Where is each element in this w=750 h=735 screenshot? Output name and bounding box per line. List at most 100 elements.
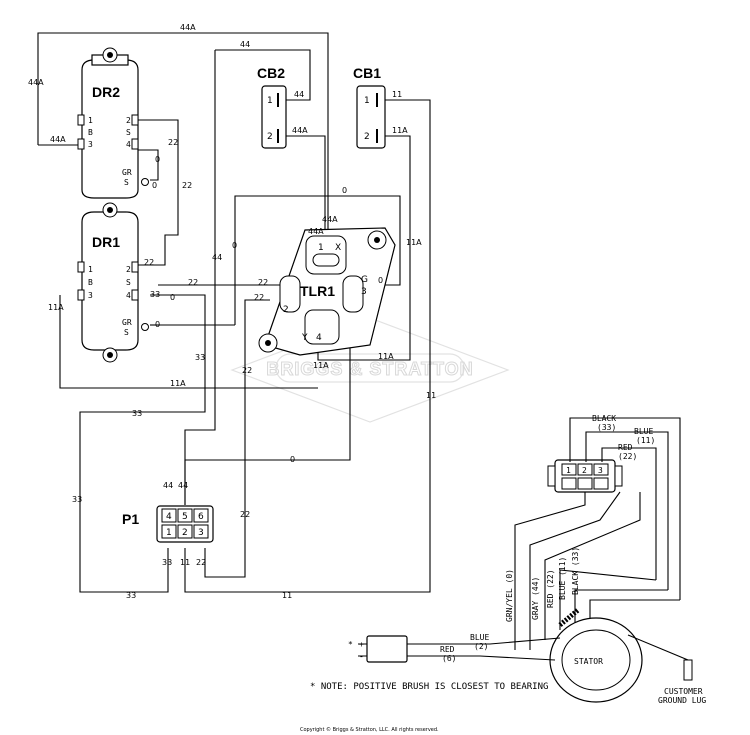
svg-text:2: 2 bbox=[267, 132, 273, 142]
svg-text:4: 4 bbox=[126, 291, 131, 300]
svg-text:(33): (33) bbox=[597, 423, 616, 432]
watermark-text: BRIGGS & STRATTON bbox=[266, 359, 473, 379]
svg-text:RED: RED bbox=[440, 645, 455, 654]
svg-text:22: 22 bbox=[182, 181, 192, 190]
svg-text:22: 22 bbox=[188, 278, 198, 287]
svg-text:44: 44 bbox=[240, 40, 250, 49]
svg-text:2: 2 bbox=[283, 305, 289, 315]
svg-text:2: 2 bbox=[126, 265, 131, 274]
svg-text:22: 22 bbox=[240, 510, 250, 519]
svg-text:1: 1 bbox=[566, 466, 571, 475]
svg-text:11A: 11A bbox=[170, 379, 186, 388]
svg-text:GRAY (44): GRAY (44) bbox=[531, 577, 540, 620]
connector-p1: P1 4 5 6 1 2 3 bbox=[122, 505, 214, 543]
svg-text:-: - bbox=[359, 652, 364, 661]
svg-text:BLUE: BLUE bbox=[470, 633, 489, 642]
svg-text:Y: Y bbox=[301, 333, 308, 343]
svg-text:44A: 44A bbox=[180, 23, 196, 32]
svg-text:1: 1 bbox=[88, 116, 93, 125]
svg-text:11A: 11A bbox=[313, 361, 329, 370]
svg-text:GRN/YEL (0): GRN/YEL (0) bbox=[505, 569, 514, 622]
svg-text:RED: RED bbox=[618, 443, 633, 452]
svg-text:11A: 11A bbox=[392, 126, 408, 135]
svg-text:RED (22): RED (22) bbox=[546, 569, 555, 608]
svg-text:0: 0 bbox=[152, 181, 157, 190]
svg-text:1: 1 bbox=[364, 96, 370, 106]
svg-text:(22): (22) bbox=[618, 452, 637, 461]
svg-text:33: 33 bbox=[195, 353, 205, 362]
svg-text:11: 11 bbox=[180, 558, 190, 567]
svg-text:*: * bbox=[348, 640, 353, 649]
svg-text:33: 33 bbox=[162, 558, 172, 567]
svg-text:44A: 44A bbox=[308, 227, 324, 236]
svg-text:2: 2 bbox=[182, 528, 188, 538]
svg-text:11A: 11A bbox=[48, 303, 64, 312]
svg-text:P1: P1 bbox=[122, 511, 139, 527]
svg-text:GR: GR bbox=[122, 168, 132, 177]
dr1-label: DR1 bbox=[92, 234, 120, 250]
diode-rectifier-dr1: DR1 1 B 3 2 S 4 GR S bbox=[77, 202, 149, 363]
wires bbox=[37, 32, 431, 593]
svg-text:0: 0 bbox=[155, 320, 160, 329]
svg-text:0: 0 bbox=[170, 293, 175, 302]
svg-text:2: 2 bbox=[582, 466, 587, 475]
svg-text:BLACK: BLACK bbox=[592, 414, 616, 423]
svg-text:11A: 11A bbox=[406, 238, 422, 247]
svg-text:5: 5 bbox=[182, 512, 188, 522]
time-limit-relay-tlr1: TLR1 1 X G 3 2 Y 4 bbox=[258, 227, 396, 356]
svg-text:6: 6 bbox=[198, 512, 204, 522]
svg-text:22: 22 bbox=[242, 366, 252, 375]
svg-text:11: 11 bbox=[282, 591, 292, 600]
svg-text:B: B bbox=[88, 128, 93, 137]
svg-text:22: 22 bbox=[258, 278, 268, 287]
svg-text:CB2: CB2 bbox=[257, 65, 285, 81]
dr2-label: DR2 bbox=[92, 84, 120, 100]
svg-text:BLUE (11): BLUE (11) bbox=[558, 557, 567, 600]
svg-text:44A: 44A bbox=[50, 135, 66, 144]
watermark: BRIGGS & STRATTON bbox=[230, 317, 510, 423]
svg-text:44: 44 bbox=[178, 481, 188, 490]
svg-text:11A: 11A bbox=[378, 352, 394, 361]
svg-text:S: S bbox=[124, 328, 129, 337]
diode-rectifier-dr2: DR2 1 B 3 2 S 4 GR S bbox=[77, 47, 149, 199]
circuit-breaker-cb1: CB1 1 2 bbox=[353, 65, 386, 149]
svg-text:1: 1 bbox=[318, 243, 324, 253]
svg-text:22: 22 bbox=[254, 293, 264, 302]
svg-text:4: 4 bbox=[166, 512, 172, 522]
svg-text:3: 3 bbox=[598, 466, 603, 475]
svg-text:3: 3 bbox=[361, 287, 367, 297]
svg-text:22: 22 bbox=[168, 138, 178, 147]
svg-text:33: 33 bbox=[132, 409, 142, 418]
svg-text:CUSTOMER: CUSTOMER bbox=[664, 687, 703, 696]
svg-text:44: 44 bbox=[163, 481, 173, 490]
svg-text:+: + bbox=[359, 640, 364, 649]
svg-text:3: 3 bbox=[198, 528, 204, 538]
svg-text:(11): (11) bbox=[636, 436, 655, 445]
svg-text:CB1: CB1 bbox=[353, 65, 381, 81]
copyright: Copyright © Briggs & Stratton, LLC. All … bbox=[300, 726, 439, 733]
svg-text:GR: GR bbox=[122, 318, 132, 327]
svg-text:BLUE: BLUE bbox=[634, 427, 653, 436]
svg-text:44A: 44A bbox=[28, 78, 44, 87]
svg-text:2: 2 bbox=[126, 116, 131, 125]
svg-text:11: 11 bbox=[392, 90, 402, 99]
svg-text:1: 1 bbox=[88, 265, 93, 274]
svg-text:S: S bbox=[124, 178, 129, 187]
svg-text:4: 4 bbox=[316, 333, 322, 343]
wire-labels: 44A 44A 44A 44 44 44A 11 11A 22 22 0 0 0… bbox=[28, 23, 436, 600]
svg-text:33: 33 bbox=[126, 591, 136, 600]
stator-section: 1 2 3 BLACK (33) BLUE (11) RED (22) GRN/… bbox=[310, 414, 706, 705]
circuit-breaker-cb2: CB2 1 2 bbox=[257, 65, 287, 149]
svg-text:44: 44 bbox=[294, 90, 304, 99]
svg-text:GROUND LUG: GROUND LUG bbox=[658, 696, 706, 705]
svg-text:2: 2 bbox=[364, 132, 370, 142]
svg-text:S: S bbox=[126, 278, 131, 287]
svg-text:G: G bbox=[361, 275, 368, 285]
svg-text:22: 22 bbox=[196, 558, 206, 567]
svg-text:0: 0 bbox=[342, 186, 347, 195]
svg-text:0: 0 bbox=[232, 241, 237, 250]
svg-text:33: 33 bbox=[150, 290, 160, 299]
svg-text:0: 0 bbox=[290, 455, 295, 464]
svg-text:BLACK (33): BLACK (33) bbox=[571, 547, 580, 595]
